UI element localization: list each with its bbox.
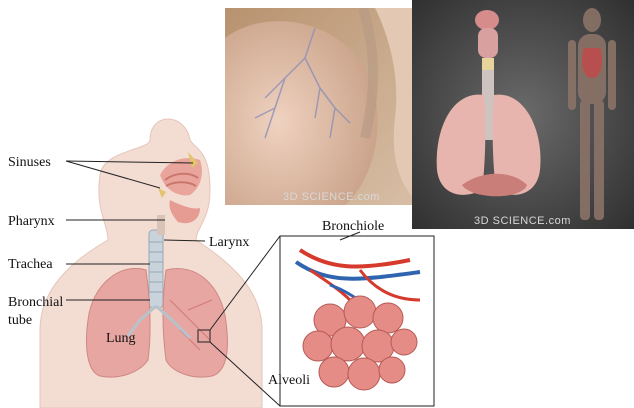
label-sinuses: Sinuses (8, 155, 51, 170)
watermark-body: 3D SCIENCE.com (474, 215, 571, 227)
lung-closeup-render: 3D SCIENCE.com (225, 8, 421, 205)
label-bronchial-tube-line2: tube (8, 313, 32, 328)
label-larynx: Larynx (209, 235, 249, 250)
label-bronchial-tube-line1: Bronchial (8, 295, 63, 310)
respiratory-system-render: 3D SCIENCE.com (412, 0, 634, 229)
watermark-zoom: 3D SCIENCE.com (283, 191, 380, 203)
label-trachea: Trachea (8, 257, 53, 272)
label-alveoli: Alveoli (268, 373, 310, 388)
label-pharynx: Pharynx (8, 214, 55, 229)
label-lung: Lung (106, 331, 136, 346)
label-bronchiole: Bronchiole (322, 219, 384, 234)
